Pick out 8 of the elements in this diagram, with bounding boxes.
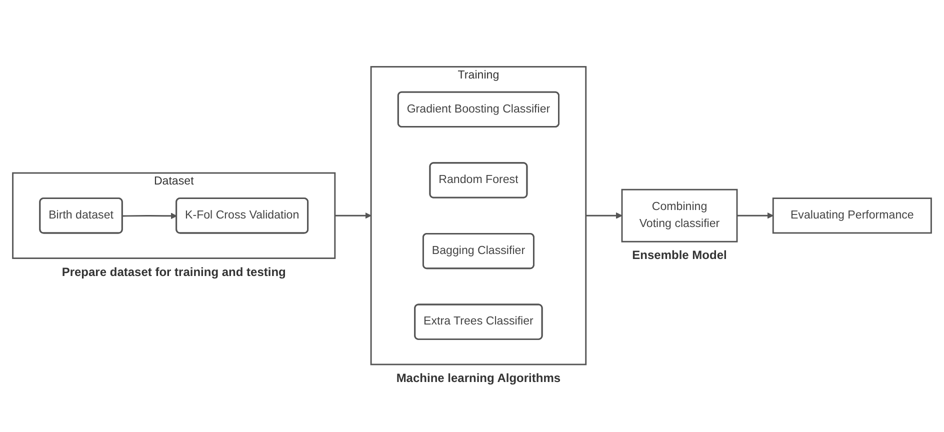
arrow	[334, 212, 372, 220]
arrow	[737, 212, 774, 220]
arrow	[586, 212, 622, 220]
node-box	[772, 198, 932, 234]
node-box	[621, 189, 738, 243]
arrow	[122, 213, 177, 220]
cluster	[12, 172, 336, 260]
cluster	[370, 66, 587, 366]
